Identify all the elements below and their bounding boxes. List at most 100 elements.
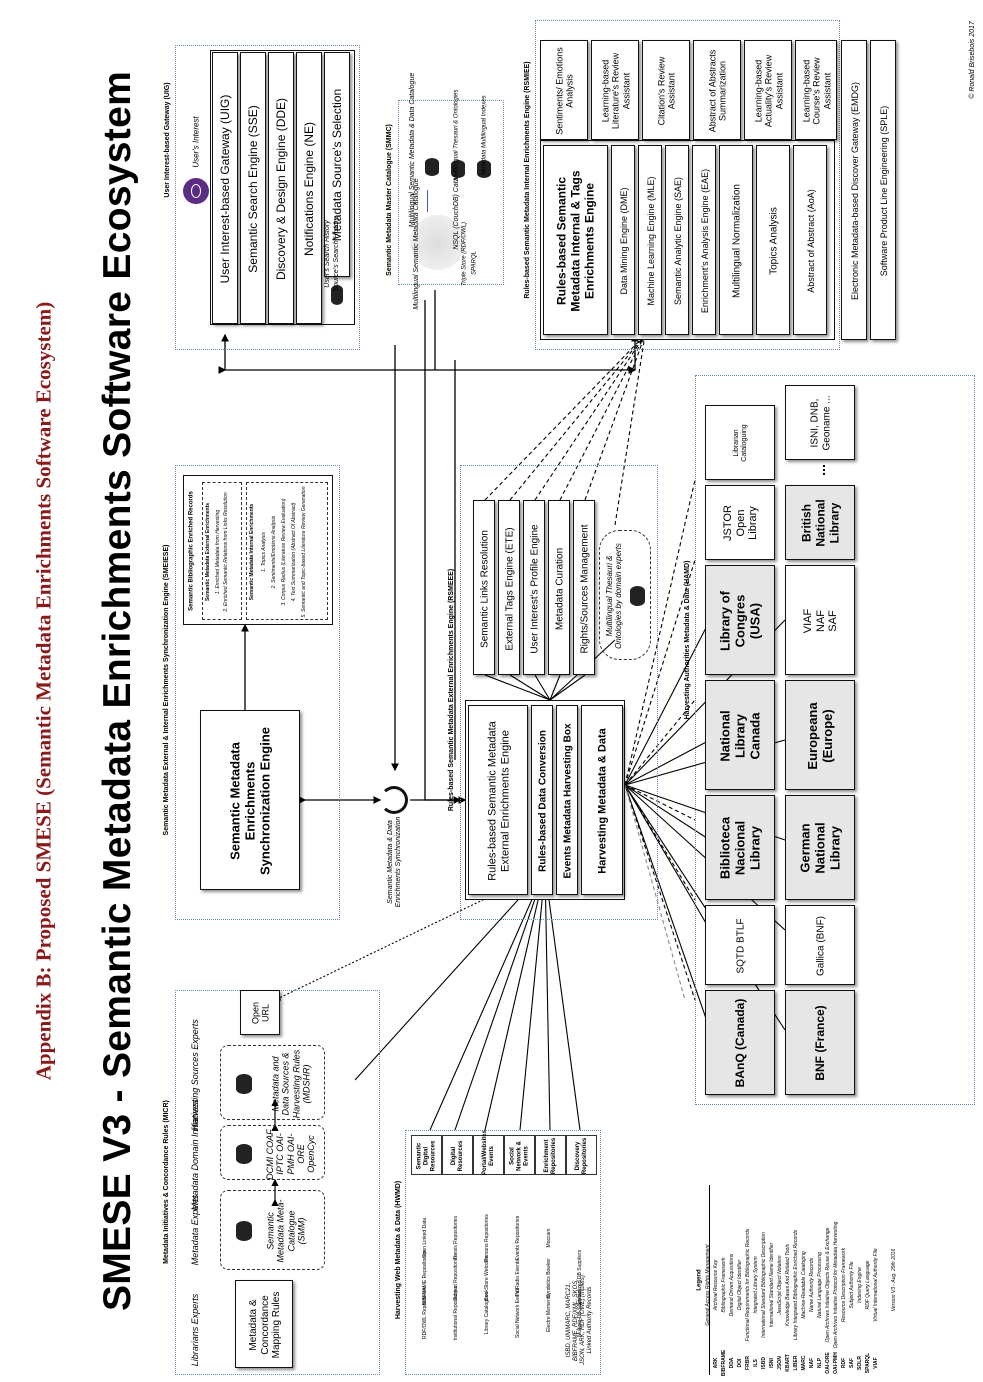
sse-row[interactable]: Semantic Search Engine (SSE) bbox=[240, 52, 266, 324]
sae-box[interactable]: Semantic Analytic Engine (SAE) bbox=[665, 145, 689, 335]
rsmeee-region bbox=[460, 465, 658, 920]
rsmeee-main-engine[interactable]: Rules-based Semantic Metadata External E… bbox=[468, 705, 528, 895]
course-review-box[interactable]: Learning-based Course's Review Assistant bbox=[795, 40, 837, 140]
dme-label: Data Mining Engine (DME) bbox=[618, 187, 629, 295]
jstor-box[interactable]: JSTOR Open Library bbox=[705, 485, 775, 560]
harvesting-metadata-box[interactable]: Harvesting Metadata & Data bbox=[581, 705, 623, 895]
mdshr-box[interactable]: Metadata and Data Sources & Harvesting R… bbox=[220, 1045, 325, 1120]
table-cell: Syndetics Bowker bbox=[546, 1258, 553, 1298]
legend-definition: Demand Driven Acquisitions bbox=[729, 1253, 736, 1317]
ne-row[interactable]: Notifications Engine (NE) bbox=[296, 52, 322, 324]
sqtd-box[interactable]: SQTD BTLF bbox=[705, 905, 775, 985]
eae-box[interactable]: Enrichment's Analysis Engine (EAE) bbox=[692, 145, 716, 335]
category-cell[interactable]: Social Network & Events bbox=[504, 1135, 535, 1175]
dme-box[interactable]: Data Mining Engine (DME) bbox=[611, 145, 635, 335]
links-resolution-box[interactable]: Semantic Links Resolution bbox=[473, 500, 495, 675]
legend-abbr: SOLR bbox=[857, 1356, 864, 1370]
british-library-box[interactable]: British National Library bbox=[785, 485, 855, 560]
main-title: SMESE V3 - Semantic Metadata Enrichments… bbox=[96, 70, 139, 1312]
hwmd-region-title: Harvesting Web Metadata & Data (HWMD) bbox=[394, 1180, 402, 1320]
aoa-box[interactable]: Abstract of Abstract (AoA) bbox=[793, 145, 827, 335]
legend-definition: Archival Resource Key bbox=[713, 1259, 720, 1311]
banq-box[interactable]: BAnQ (Canada) bbox=[705, 990, 775, 1095]
category-cell[interactable]: Discovery Repositories bbox=[566, 1135, 597, 1175]
german-national-library-box[interactable]: German National Library bbox=[785, 795, 855, 900]
national-library-canada-box[interactable]: National Library Canada bbox=[705, 680, 775, 790]
dde-row[interactable]: Discovery & Design Engine (DDE) bbox=[268, 52, 294, 324]
dde-row-label: Discovery & Design Engine (DDE) bbox=[274, 97, 289, 281]
table-cell: Persons Repositories bbox=[484, 1214, 491, 1262]
thesauri-experts-box: Multilingual Thesauri & Ontologies by do… bbox=[599, 530, 651, 660]
europeana-label: Europeana (Europe) bbox=[805, 702, 835, 770]
legend-definition: Virtual International Authority File bbox=[873, 1248, 880, 1322]
bnf-box[interactable]: BNF (France) bbox=[785, 990, 855, 1095]
sync-engine-box[interactable]: Semantic Metadata Enrichments Synchroniz… bbox=[200, 710, 300, 890]
emdg-box[interactable]: Electronic Metadata-based Discover Gatew… bbox=[841, 40, 867, 340]
abstract-summarization-label: Abstract of Abstracts Summarization bbox=[707, 49, 728, 133]
literature-review-box[interactable]: Learning-based Literature's Review Assis… bbox=[591, 40, 639, 140]
users-search-history: User's Search History bbox=[323, 220, 331, 288]
category-label: Enrichment Repositories bbox=[544, 1137, 557, 1175]
category-cell[interactable]: Digital Resources bbox=[442, 1135, 473, 1175]
smm-label: Semantic Metadata Meta-Catalogue (SMM) bbox=[265, 1199, 307, 1263]
hwmd-region bbox=[405, 1130, 601, 1375]
gallica-box[interactable]: Gallica (BNF) bbox=[785, 905, 855, 985]
rsmiee-main-engine[interactable]: Rules-based Semantic Metadata Internal &… bbox=[543, 145, 608, 335]
isni-label: ISNI, DNB, Geoname ... bbox=[809, 395, 833, 451]
more-sources-ellipsis: ... bbox=[811, 464, 828, 476]
table-cell: Subject Repositories bbox=[453, 1255, 460, 1301]
legend-definition: RDF Query Language bbox=[865, 1260, 872, 1310]
legend-definition: Bibliographic Framework bbox=[721, 1257, 728, 1313]
citation-review-box[interactable]: Citation's Review Assistant bbox=[642, 40, 690, 140]
library-of-congress-box[interactable]: Library of Congres (USA) bbox=[705, 565, 775, 675]
data-conversion-box[interactable]: Rules-based Data Conversion bbox=[531, 705, 553, 895]
ne-row-label: Notifications Engine (NE) bbox=[302, 121, 317, 257]
sple-label: Software Product Line Engineering (SPLE) bbox=[878, 105, 889, 277]
biblioteca-box[interactable]: Biblioteca Nacional Library bbox=[705, 795, 775, 900]
hamd-region bbox=[695, 375, 975, 1105]
events-harvesting-box[interactable]: Events Metadata Harvesting Box bbox=[556, 705, 578, 895]
legend-abbr: SPARQL bbox=[865, 1352, 872, 1374]
users-icon bbox=[183, 178, 209, 204]
legend-abbr: BIBFRAME bbox=[721, 1349, 728, 1377]
rights-management-box[interactable]: Rights/Sources Management bbox=[573, 500, 595, 675]
mle-box[interactable]: Machine Learning Engine (MLE) bbox=[638, 145, 662, 335]
internal-title: Semantic Metadata Internal Enrichments bbox=[249, 503, 256, 601]
sple-box[interactable]: Software Product Line Engineering (SPLE) bbox=[870, 40, 896, 340]
internal-item-4: 4. Text Summarization (Abstract Of Abstr… bbox=[291, 502, 298, 602]
legend-definition: Open Archives Initiative Protocol for Me… bbox=[833, 1221, 840, 1349]
internal-item-1: 1. Topics Analysis bbox=[261, 532, 268, 572]
source-selection-row[interactable]: Metadata Source's Selection bbox=[324, 52, 350, 277]
open-url-box[interactable]: Open URL bbox=[240, 990, 280, 1035]
actuality-review-box[interactable]: Learning-based Actuality's Review Assist… bbox=[744, 40, 792, 140]
category-cell[interactable]: Semantic Digital Resources bbox=[411, 1135, 442, 1175]
viaf-box[interactable]: VIAF NAF SAF bbox=[785, 565, 855, 675]
europeana-box[interactable]: Europeana (Europe) bbox=[785, 680, 855, 790]
librarian-cataloguing-box[interactable]: Librarian Cataloguing bbox=[705, 405, 775, 480]
legend-abbr: ARK bbox=[713, 1357, 720, 1369]
table-cell: Electre Memento bbox=[546, 1294, 553, 1332]
sentiments-box[interactable]: Sentiments/ Emotions Analysis bbox=[540, 40, 588, 140]
mapping-rules-box[interactable]: Metadata & Concordance Mapping Rules bbox=[235, 1280, 293, 1368]
smm-box[interactable]: Semantic Metadata Meta-Catalogue (SMM) bbox=[220, 1190, 325, 1270]
uig-row[interactable]: User Interest-based Gateway (UIG) bbox=[212, 52, 238, 324]
legend-definition: Open Archives Initiative Objects Reuse &… bbox=[825, 1227, 832, 1343]
dcmi-box[interactable]: DCMI COAF, IPTC OAI-PMH OAI-ORE OpenCyc bbox=[220, 1125, 325, 1180]
legend-definition: International Standard Bibliographic Des… bbox=[761, 1232, 768, 1338]
internal-item-2: 2. Sentiments/Emotions Analysis bbox=[271, 515, 278, 589]
category-cell[interactable]: Enrichment Repositories bbox=[535, 1135, 566, 1175]
hwmd-category-row: Semantic Digital Resources Digital Resou… bbox=[411, 1130, 597, 1175]
topics-analysis-box[interactable]: Topics Analysis bbox=[756, 145, 790, 335]
sync-label: Semantic Metadata & Data Enrichments Syn… bbox=[386, 816, 402, 908]
profile-engine-box[interactable]: User Interest's Profile Engine bbox=[523, 500, 545, 675]
abstract-summarization-box[interactable]: Abstract of Abstracts Summarization bbox=[693, 40, 741, 140]
metadata-curation-box[interactable]: Metadata Curation bbox=[548, 500, 570, 675]
appendix-title: Appendix B: Proposed SMESE (Semantic Met… bbox=[31, 301, 56, 1081]
internal-item-5: 5. Semantic and Topic-based Literature R… bbox=[301, 486, 308, 618]
records-title: Semantic Bibliographic Enriched Records bbox=[188, 491, 195, 611]
category-cell[interactable]: Portal/Websites Events bbox=[473, 1130, 504, 1175]
ete-box[interactable]: External Tags Engine (ETE) bbox=[498, 500, 520, 675]
normalization-box[interactable]: Multilingual Normalization bbox=[719, 145, 753, 335]
legend-definition: International Standard Name Identifier bbox=[769, 1242, 776, 1328]
isni-box[interactable]: ISNI, DNB, Geoname ... bbox=[785, 385, 855, 460]
